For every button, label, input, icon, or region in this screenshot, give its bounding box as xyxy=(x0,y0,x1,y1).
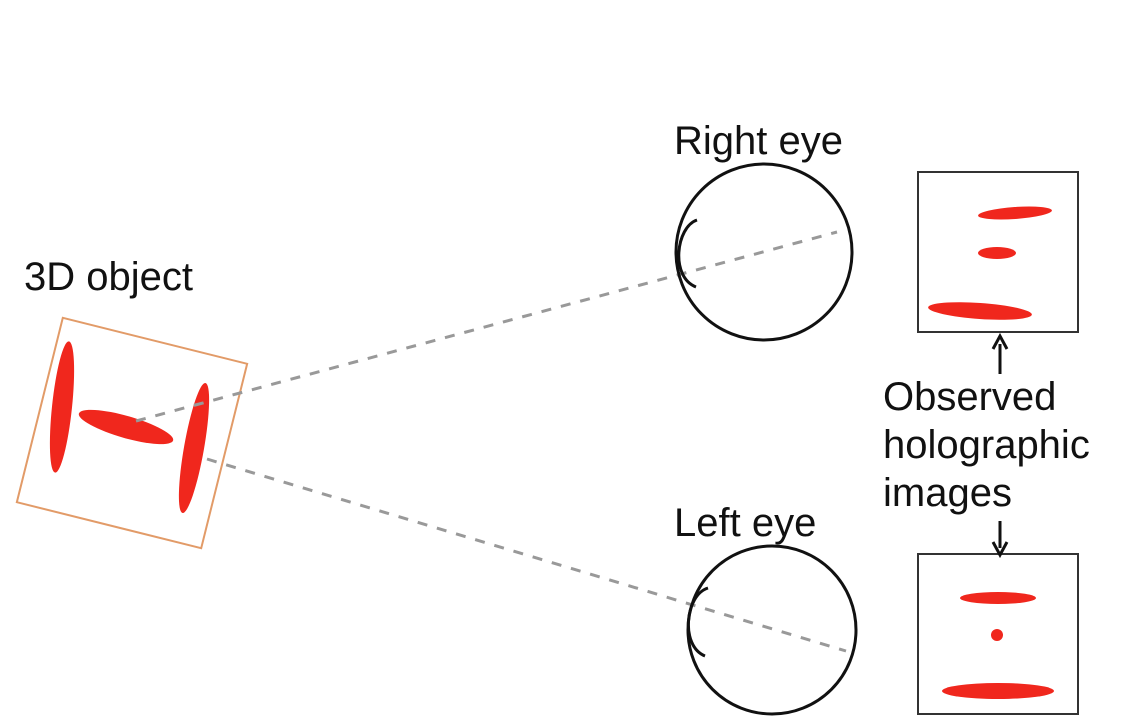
observed-box-bottom xyxy=(918,554,1078,714)
left-eye xyxy=(688,546,856,714)
observed-caption: Observed holographic images xyxy=(883,375,1090,515)
observed-bottom-dot xyxy=(991,629,1003,641)
observed-bottom-line-1 xyxy=(960,592,1036,604)
observed-box-top xyxy=(918,172,1078,332)
left-eye-label: Left eye xyxy=(674,501,816,545)
right-eye-label: Right eye xyxy=(674,119,843,163)
object-left-bar xyxy=(45,340,79,473)
observed-caption-line-3: images xyxy=(883,471,1012,515)
observed-bottom-line-2 xyxy=(942,683,1054,699)
object-middle-bar xyxy=(76,403,176,451)
right-eye xyxy=(676,164,852,340)
eye-icon xyxy=(688,546,856,714)
object-group xyxy=(17,318,247,548)
observed-top-line-2 xyxy=(978,247,1016,259)
eye-lens-icon xyxy=(688,588,708,656)
sight-lines xyxy=(136,232,846,651)
observed-caption-line-2: holographic xyxy=(883,423,1090,467)
eye-icon xyxy=(676,164,852,340)
observed-caption-line-1: Observed xyxy=(883,375,1056,419)
right-sight-line xyxy=(136,232,837,421)
left-sight-line xyxy=(207,459,846,651)
object-label: 3D object xyxy=(24,255,193,299)
object-right-bar xyxy=(173,381,216,514)
eye-lens-icon xyxy=(679,220,697,287)
